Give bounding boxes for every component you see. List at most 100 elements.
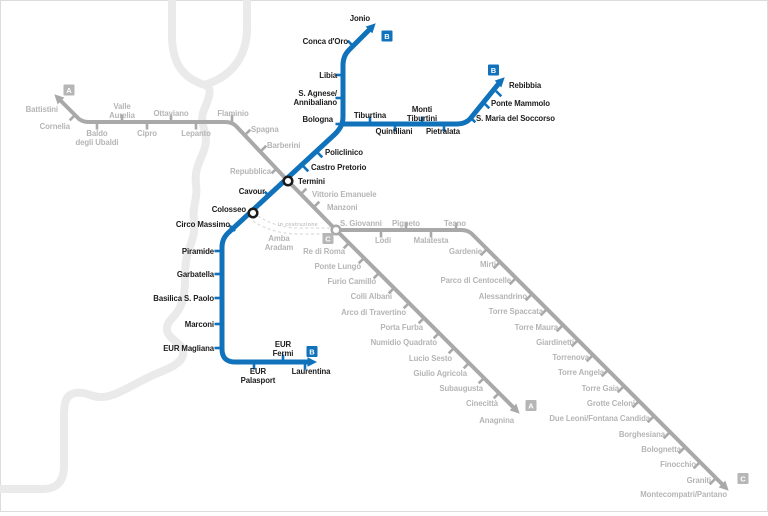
re-di-roma-tick <box>342 242 350 250</box>
arco-di-travertino-label: Arco di Travertino <box>341 308 406 317</box>
cavour-tick <box>263 190 271 198</box>
station-subaugusta: Subaugusta <box>439 377 485 393</box>
circo-massimo-tick <box>228 224 236 232</box>
torre-spaccata-label: Torre Spaccata <box>489 307 544 316</box>
station-s-agnese-annibaliano: S. Agnese/Annibaliano <box>293 89 343 107</box>
line-c-badge-letter: C <box>325 234 331 243</box>
line-c-construction-band <box>257 215 331 229</box>
station-s-giovanni: S. Giovanni <box>330 219 382 236</box>
station-torre-spaccata: Torre Spaccata <box>489 307 547 317</box>
station-conca-d-oro: Conca d'Oro <box>303 37 354 47</box>
line-b-badge-letter: B <box>384 32 390 41</box>
line-b-badge: B <box>306 346 318 357</box>
station-malatesta: Malatesta <box>414 230 449 245</box>
station-grotte-celoni: Grotte Celoni <box>587 399 639 409</box>
finocchio-label: Finocchio <box>660 460 696 469</box>
line-c-badge-letter: C <box>740 474 746 483</box>
station-tiburtina: Tiburtina <box>354 111 387 124</box>
tiber-river <box>0 0 214 493</box>
parco-di-centocelle-tick <box>508 278 516 286</box>
cornelia-label: Cornelia <box>40 122 71 131</box>
bolognetta-tick <box>677 447 685 455</box>
conca-d-oro-tick <box>346 39 354 47</box>
manzoni-tick <box>313 200 321 208</box>
due-leoni-fontana-candida-tick <box>646 416 654 424</box>
torrenova-label: Torrenova <box>552 353 589 362</box>
mirti-label: Mirti <box>480 260 496 269</box>
s-giovanni-label: S. Giovanni <box>340 219 382 228</box>
marconi-label: Marconi <box>185 320 214 329</box>
piramide-label: Piramide <box>182 247 215 256</box>
station-giulio-agricola: Giulio Agricola <box>413 362 470 378</box>
rebibbia-tick <box>495 90 503 98</box>
station-laurentina: Laurentina <box>292 362 331 376</box>
line-b-badge: B <box>381 30 393 42</box>
station-arco-di-travertino: Arco di Travertino <box>341 302 410 317</box>
station-barberini: Barberini <box>260 141 300 152</box>
colli-albani-tick <box>387 287 395 295</box>
alessandrino-tick <box>524 294 532 302</box>
station-lucio-sesto: Lucio Sesto <box>409 347 455 363</box>
station-ottaviano: Ottaviano <box>153 109 189 122</box>
alessandrino-label: Alessandrino <box>479 292 528 301</box>
ponte-lungo-tick <box>357 257 365 265</box>
station-termini: Termini <box>282 175 325 187</box>
lucio-sesto-tick <box>447 347 455 355</box>
station-torre-maura: Torre Maura <box>515 323 563 333</box>
station-torrenova: Torrenova <box>552 353 593 363</box>
station-finocchio: Finocchio <box>660 460 700 470</box>
colosseo-label: Colosseo <box>212 205 247 214</box>
station-giardinetti: Giardinetti <box>536 338 578 348</box>
lepanto-label: Lepanto <box>181 129 211 138</box>
station-bolognetta: Bolognetta <box>641 445 685 455</box>
conca-d-oro-label: Conca d'Oro <box>303 37 349 46</box>
numidio-quadrato-tick <box>432 332 440 340</box>
station-colli-albani: Colli Albani <box>351 287 395 301</box>
station-rebibbia: Rebibbia <box>495 81 542 98</box>
gardenie-label: Gardenie <box>449 247 483 256</box>
torre-spaccata-tick <box>539 309 547 317</box>
metro-line-B-east <box>343 80 502 127</box>
cipro-label: Cipro <box>137 129 157 138</box>
station-policlinico: Policlinico <box>316 148 363 159</box>
jonio-label: Jonio <box>350 14 371 23</box>
station-alessandrino: Alessandrino <box>479 292 532 302</box>
station-eur-magliana: EUR Magliana <box>163 344 222 353</box>
borghesiana-label: Borghesiana <box>619 430 666 439</box>
repubblica-label: Repubblica <box>230 167 272 176</box>
graniti-tick <box>708 478 716 486</box>
malatesta-label: Malatesta <box>414 236 449 245</box>
termini-interchange-marker <box>282 175 294 187</box>
station-ponte-mammolo: Ponte Mammolo <box>483 99 550 110</box>
line-c-badge-box <box>322 233 334 244</box>
grotte-celoni-label: Grotte Celoni <box>587 399 635 408</box>
flaminio-label: Flaminio <box>217 109 249 118</box>
metro-line-C <box>336 228 726 488</box>
bologna-label: Bologna <box>303 115 334 124</box>
line-B-terminus-arrow-icon <box>307 357 317 367</box>
line-B-east-terminus-arrow-icon <box>494 77 505 88</box>
giardinetti-label: Giardinetti <box>536 338 574 347</box>
colosseo-interchange-marker <box>247 207 259 219</box>
manzoni-label: Manzoni <box>327 203 357 212</box>
station-lodi: Lodi <box>375 230 391 245</box>
libia-label: Libia <box>319 71 337 80</box>
policlinico-label: Policlinico <box>325 148 363 157</box>
station-anagnina: Anagnina <box>479 416 515 425</box>
line-c-badge: C <box>322 233 334 244</box>
station-pietralata: Pietralata <box>426 124 461 136</box>
line-b-badge: B <box>488 64 499 76</box>
line-A-terminus-arrow-icon <box>509 403 520 414</box>
station-graniti: Graniti <box>687 476 716 486</box>
station-castro-pretorio: Castro Pretorio <box>302 163 367 173</box>
station-ponte-lungo: Ponte Lungo <box>314 257 365 271</box>
mirti-tick <box>492 262 500 270</box>
borghesiana-tick <box>662 432 670 440</box>
